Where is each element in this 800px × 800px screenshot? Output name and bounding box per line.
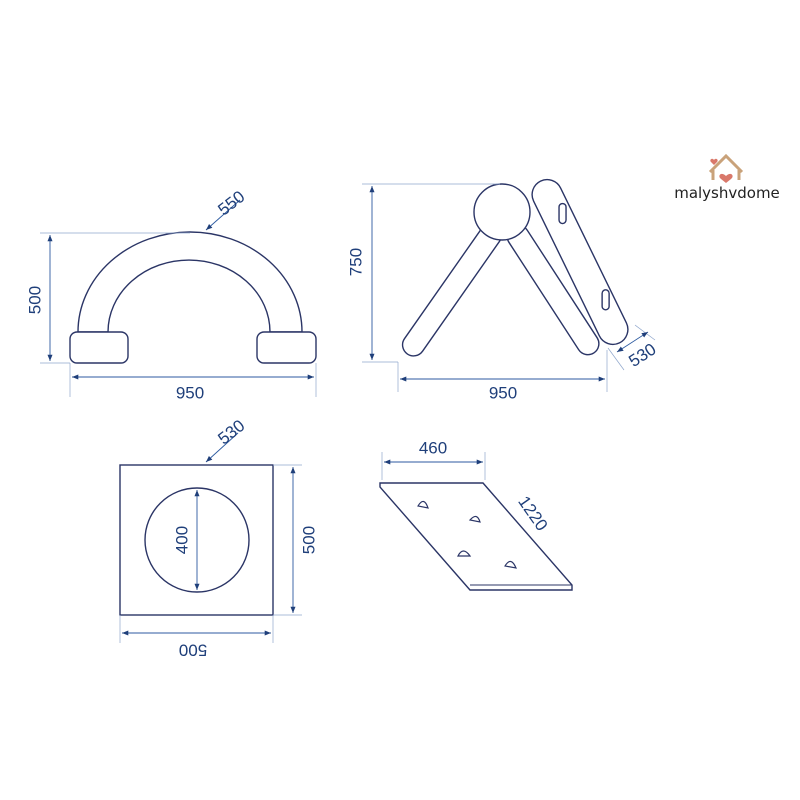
brand-name: malyshvdome xyxy=(674,184,780,202)
hole-diameter-label: 400 xyxy=(172,526,191,554)
arch-foot-left xyxy=(69,331,129,364)
arch-foot-right xyxy=(256,331,317,364)
triangle-width-label: 950 xyxy=(489,383,517,402)
board-width-label: 460 xyxy=(419,438,447,457)
house-heart-icon xyxy=(708,153,744,183)
slide-width-label: 530 xyxy=(625,339,659,370)
cushion-thickness-label: 530 xyxy=(214,416,248,448)
climbing-board xyxy=(379,482,573,591)
arch-height-label: 500 xyxy=(25,286,44,314)
cushion-bottom-label: 500 xyxy=(179,641,207,660)
climbing-board-view: 460 1220 xyxy=(379,438,573,591)
slide-plank xyxy=(531,178,629,346)
arch-view: 500 950 550 xyxy=(25,187,317,402)
arch-width-label: 950 xyxy=(176,383,204,402)
triangle-height-label: 750 xyxy=(346,248,365,276)
brand-logo: malyshvdome xyxy=(674,153,780,202)
triangle-view: 750 950 530 xyxy=(346,178,660,402)
cushion-view: 400 500 500 530 xyxy=(119,416,318,660)
arch-diameter-label: 550 xyxy=(214,187,248,219)
arch-shape xyxy=(77,231,303,333)
climbing-holds xyxy=(417,500,517,569)
top-ball xyxy=(473,183,531,241)
cushion-side-label: 500 xyxy=(299,526,318,554)
left-leg xyxy=(401,223,503,357)
